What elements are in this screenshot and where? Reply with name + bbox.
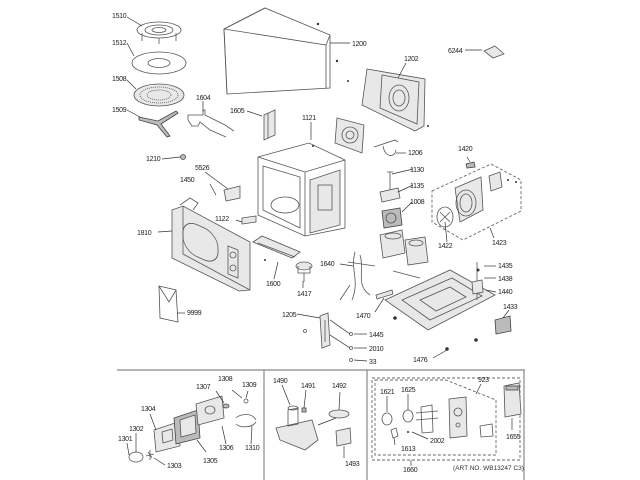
fan-assembly-1423 [431,163,522,241]
label-1605: 1605 [230,108,245,115]
label-1435: 1435 [498,263,513,270]
part-labels: 1510 1512 1508 1509 1604 1605 1200 1202 … [112,13,524,474]
outer-case-1200 [223,7,339,95]
label-1200: 1200 [352,41,367,48]
label-1445: 1445 [369,332,384,339]
label-1604: 1604 [196,95,211,102]
inner-door-1202 [347,68,429,132]
label-1130: 1130 [410,167,424,174]
label-6244: 6244 [448,48,463,55]
base-plate [384,269,496,351]
control-parts-panel [371,377,522,461]
label-1302: 1302 [129,426,144,433]
bottom-panels-frame [117,369,525,480]
part-1135 [379,187,401,203]
label-1655: 1655 [506,434,521,441]
part-1420 [465,161,476,169]
label-1202: 1202 [404,56,419,63]
label-1303: 1303 [167,463,182,470]
door-1810 [171,197,251,292]
label-1008: 1008 [410,199,425,206]
label-5526: 5526 [195,165,210,172]
label-1810: 1810 [137,230,152,237]
label-33: 33 [369,359,377,366]
label-1621: 1621 [380,389,395,396]
label-1493: 1493 [345,461,360,468]
label-1304: 1304 [141,406,156,413]
capacitor-1433 [494,315,512,335]
label-1438: 1438 [498,276,513,283]
label-2010: 2010 [369,346,384,353]
label-1423: 1423 [492,240,507,247]
label-1301: 1301 [118,436,133,443]
label-1613: 1613 [401,446,416,453]
vent-parts-panel [275,405,352,451]
label-1440: 1440 [498,289,513,296]
manual-9999 [158,285,179,323]
label-1491: 1491 [301,383,316,390]
label-1305: 1305 [203,458,218,465]
label-1640: 1640 [320,261,335,268]
label-1470: 1470 [356,313,371,320]
part-1210 [180,154,186,160]
label-1476: 1476 [413,357,428,364]
transformer-assy [379,229,429,266]
label-1306: 1306 [219,445,234,452]
label-1122 [241,215,257,225]
label-1508: 1508 [112,76,127,83]
label-9999: 9999 [187,310,202,317]
leader-lines [126,16,513,466]
magnetron-1008 [381,207,403,229]
label-923: 923 [478,377,489,384]
label-1308: 1308 [218,376,233,383]
parts-1435-1438-1440 [471,262,484,300]
label-1310: 1310 [245,445,260,452]
label-1490: 1490 [273,378,288,385]
label-1417: 1417 [297,291,312,298]
label-1205: 1205 [282,312,297,319]
label-1309: 1309 [242,382,257,389]
part-1600 [252,235,301,261]
label-1420: 1420 [458,146,473,153]
wire-harness-1640 [339,251,376,301]
label-1210: 1210 [146,156,161,163]
glass-tray-1508 [133,83,185,107]
label-1625: 1625 [401,387,416,394]
label-2002: 2002 [430,438,445,445]
label-1512: 1512 [112,40,127,47]
label-1135: 1135 [410,183,424,190]
label-1600: 1600 [266,281,281,288]
bracket-1605 [263,109,276,141]
label-1509: 1509 [112,107,127,114]
choke-frame [334,117,365,154]
label-1510: 1510 [112,13,127,20]
label-1450: 1450 [180,177,195,184]
label-1122: 1122 [215,216,229,223]
label-1433: 1433 [503,304,518,311]
motor-1417 [295,261,313,282]
art-number: (ART NO. WB13247 C3) [453,465,524,472]
label-1492: 1492 [332,383,347,390]
wire-1206 [373,139,399,156]
label-1307: 1307 [196,384,211,391]
part-6244 [483,45,505,59]
door-parts-panel [128,395,257,463]
bar-1470-area [375,270,421,300]
label-1206: 1206 [408,150,423,157]
oven-cavity [257,142,346,237]
coupler-1509 [138,110,179,138]
plate-5526 [223,185,241,202]
heater-1604 [187,109,235,138]
label-1660: 1660 [403,467,418,474]
roller-ring-1512 [131,51,187,75]
turntable-support-1510 [136,21,182,44]
label-1422: 1422 [438,243,453,250]
hinge-1205 [303,312,353,362]
label-1121: 1121 [302,115,316,122]
